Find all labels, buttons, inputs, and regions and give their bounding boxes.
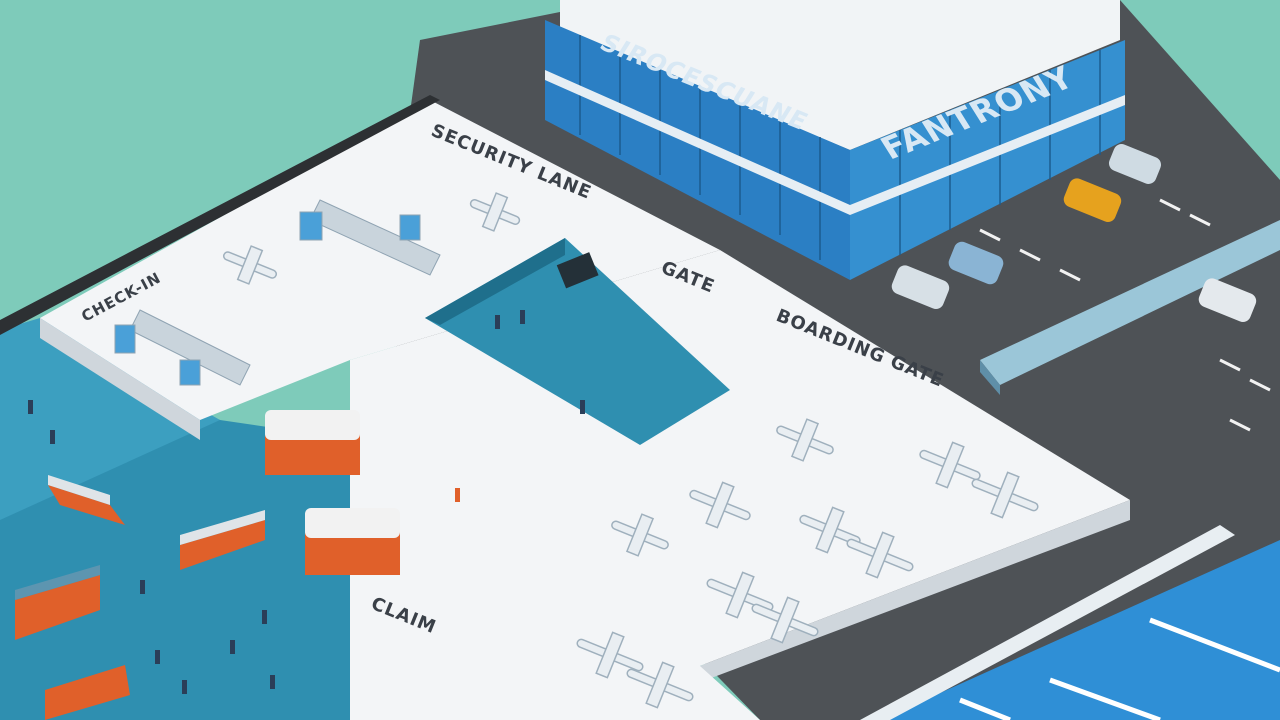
terminal-left-facade [545,20,850,280]
runway-apron [880,540,1280,720]
car [948,241,1004,285]
scanner-unit [179,359,201,386]
security-equipment [114,199,441,386]
kiosk [305,508,400,575]
runway-border [860,525,1235,720]
terminal-roof [560,0,1120,150]
scanner-belt [129,309,251,386]
overpass-road-side [980,360,1000,395]
bus [15,565,100,640]
gate-well-wall [425,238,565,325]
airplanes [222,192,1039,709]
runway-markings [959,617,1280,720]
car [891,265,950,309]
scanner-unit [114,324,136,354]
terminal-band [545,70,1125,215]
parking-lot [979,198,1271,432]
left-floor-border [0,95,440,335]
overpass-road [980,220,1280,385]
people [28,310,585,694]
security-floor-edge [40,318,200,440]
scanner-unit [299,211,323,241]
car [1198,278,1257,322]
cars [891,144,1257,322]
bus [45,665,130,720]
gate-floor-edge [560,500,1130,720]
kiosks [15,410,400,720]
car [1063,178,1122,222]
kiosk [265,410,360,475]
terminal-building: SIROCESCUANE FANTRONY [545,0,1125,280]
bus [48,475,125,525]
scanner-unit [399,214,421,241]
bus [180,510,265,570]
departure-board [556,252,599,289]
lower-concourse-lighter [0,318,220,520]
security-floor [40,100,720,420]
car [1108,144,1162,184]
